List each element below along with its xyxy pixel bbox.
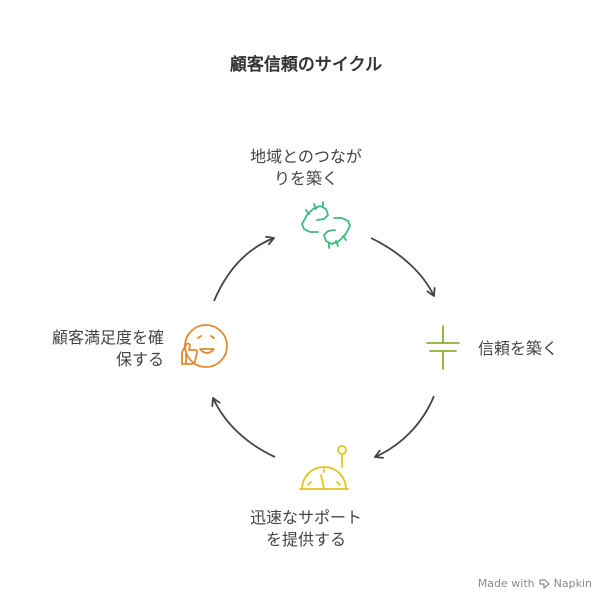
- made-with-text: Made with: [477, 577, 535, 590]
- step-label-support: 迅速なサポート を提供する: [226, 507, 386, 551]
- speedometer-icon: [299, 445, 349, 490]
- step-label-line: 顧客満足度を確: [51, 328, 164, 347]
- step-label-line: 地域とのつなが: [250, 147, 362, 166]
- handshake-icon: [301, 201, 351, 249]
- step-label-line: を提供する: [265, 530, 346, 549]
- step-label-line: 信頼を築く: [478, 339, 559, 358]
- napkin-credit: Made with Napkin: [478, 577, 592, 590]
- napkin-brand-text: Napkin: [553, 577, 592, 590]
- step-label-community: 地域とのつなが りを築く: [206, 146, 406, 190]
- arrow-top-to-right: [370, 237, 436, 297]
- arrow-bottom-to-left: [211, 397, 276, 458]
- step-label-line: りを築く: [273, 169, 338, 188]
- happy-thumbs-up-icon: [181, 324, 228, 368]
- step-label-line: 保する: [115, 350, 164, 369]
- foundation-icon: [426, 325, 460, 370]
- diagram-title: 顧客信頼のサイクル: [229, 55, 383, 75]
- step-label-line: 迅速なサポート: [249, 508, 362, 527]
- arrow-left-to-top: [213, 235, 275, 302]
- step-label-trust: 信頼を築く: [478, 338, 598, 360]
- step-label-satisfaction: 顧客満足度を確 保する: [14, 327, 164, 371]
- napkin-logo-icon: [539, 579, 550, 589]
- arrow-right-to-bottom: [374, 395, 435, 459]
